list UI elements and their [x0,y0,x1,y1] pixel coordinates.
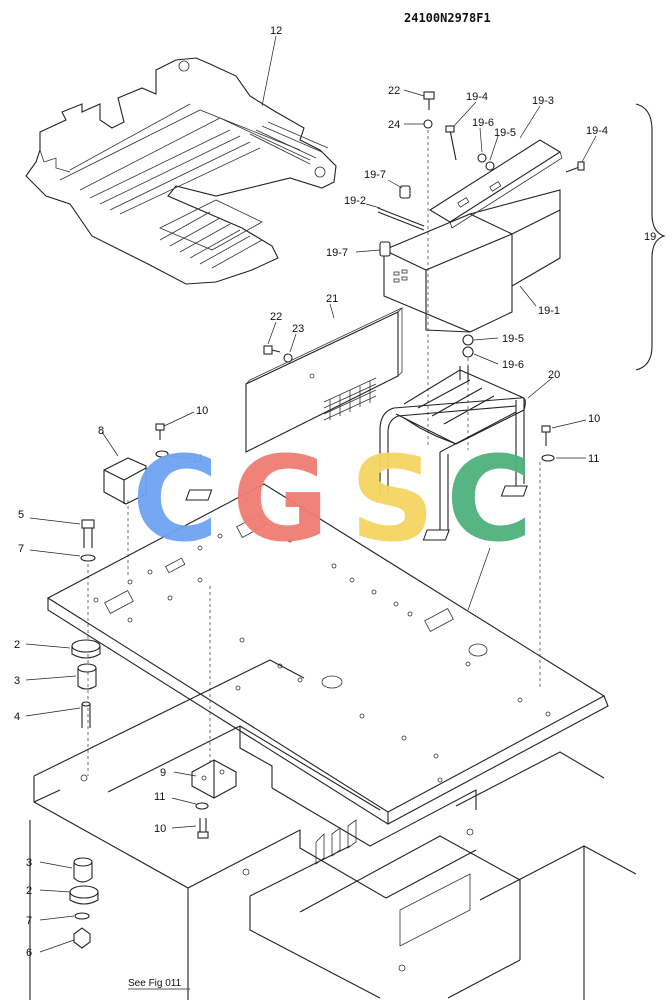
callout-19-6-top: 19-6 [472,117,494,129]
callout-2-bottom: 2 [26,885,32,897]
callout-10-top: 10 [196,405,208,417]
callout-22-mid: 22 [270,311,282,323]
callout-7-bottom: 7 [26,915,32,927]
watermark-letter-s: S [350,430,435,568]
watermark-letter-c1: C [132,430,219,568]
callout-23: 23 [292,323,304,335]
see-fig-reference: See Fig 011 [128,978,182,989]
callout-19-5-bottom: 19-5 [502,333,524,345]
callout-21: 21 [326,293,338,305]
stand-frame-20 [185,366,528,541]
callout-5: 5 [18,509,24,521]
callout-7-top: 7 [18,543,24,555]
callout-19-7-left: 19-7 [326,247,348,259]
callout-11-right: 11 [588,453,599,465]
callout-3-top: 3 [14,675,20,687]
chassis-frame [29,659,637,1000]
watermark-letter-c2: C [446,430,533,568]
watermark-letter-g: G [232,430,329,568]
callout-19-3: 19-3 [532,95,554,107]
group-bracket [635,103,666,371]
rubber-mount-lower [69,857,99,949]
callout-19-7-top: 19-7 [364,169,386,181]
knob-19-7-b [379,241,391,257]
watermark: C G S C [132,430,533,568]
screw-19-4-a [449,129,457,161]
bracket-8 [103,457,147,505]
vent-slots [393,269,408,283]
callout-10-right: 10 [588,413,600,425]
callout-9: 9 [160,767,166,779]
floor-mat [25,57,337,285]
drawing-code: 24100N2978F1 [404,11,491,25]
callout-3-bottom: 3 [26,857,32,869]
callout-19-5-top: 19-5 [494,127,516,139]
callout-12: 12 [270,25,282,37]
callout-19-1: 19-1 [538,305,560,317]
callout-19-4-right: 19-4 [586,125,608,137]
callout-8: 8 [98,425,104,437]
callout-11-bottom: 11 [154,791,165,803]
callout-19-6-bottom: 19-6 [502,359,524,371]
callout-11-top: 11 [192,453,203,465]
callout-4: 4 [14,711,20,723]
group-label-19: 19 [644,231,656,243]
callout-6: 6 [26,947,32,959]
callout-2-top: 2 [14,639,20,651]
callout-10-bottom: 10 [154,823,166,835]
electrical-box-assembly [377,91,585,450]
panel-21 [245,307,403,453]
callout-22-top: 22 [388,85,400,97]
bracket-9 [191,759,237,799]
callout-19-4-top: 19-4 [466,91,488,103]
rubber-mount-upper [71,639,101,728]
panel-grid [323,377,377,421]
callout-19-2: 19-2 [344,195,366,207]
callout-20: 20 [548,369,560,381]
knob-19-7-a [399,185,411,199]
base-plate [46,483,609,825]
callout-24: 24 [388,119,400,131]
